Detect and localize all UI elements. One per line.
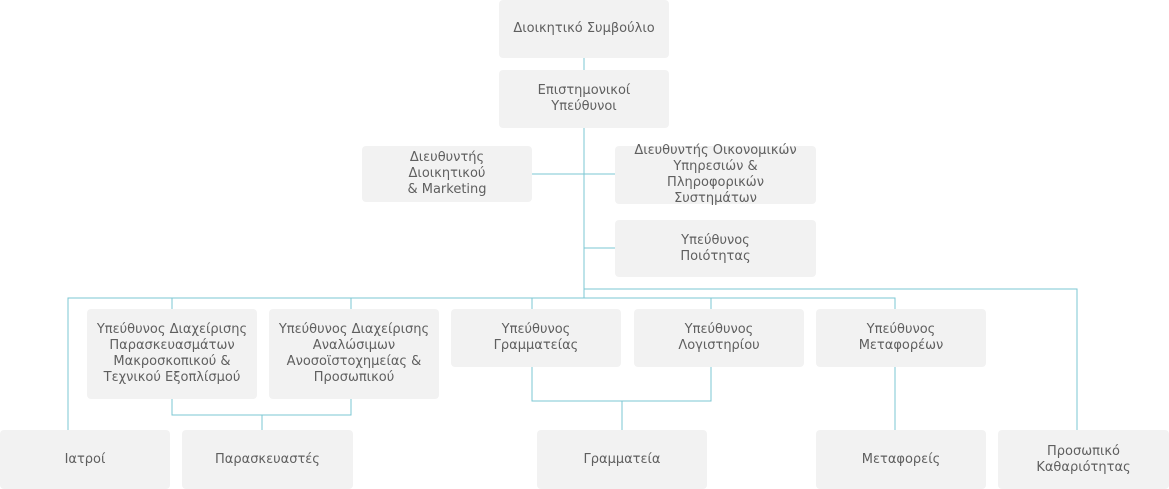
node-admin-director-label: Διευθυντής Διοικητικού & Marketing — [407, 150, 487, 197]
line-merge-secretariat — [531, 367, 712, 402]
node-quality-manager: Υπεύθυνος Ποιότητας — [615, 220, 816, 277]
node-quality-manager-label: Υπεύθυνος Ποιότητας — [680, 232, 751, 264]
node-admin-director: Διευθυντής Διοικητικού & Marketing — [362, 146, 532, 202]
node-board: Διοικητικό Συμβούλιο — [499, 0, 669, 58]
line-branch-left — [67, 297, 584, 430]
node-finance-director: Διευθυντής Οικονομικών Υπηρεσιών & Πληρο… — [615, 143, 816, 206]
node-cleaning-staff: Προσωπικό Καθαριότητας — [998, 430, 1169, 489]
node-preparators: Παρασκευαστές — [182, 430, 353, 489]
node-transport-manager: Υπεύθυνος Μεταφορέων — [816, 309, 986, 367]
node-scientific-heads-label: Επιστημονικοί Υπεύθυνοι — [537, 83, 631, 114]
node-transport-manager-label: Υπεύθυνος Μεταφορέων — [858, 322, 944, 353]
line-merge-preparators — [171, 399, 352, 416]
node-accounting-manager-label: Υπεύθυνος Λογιστηρίου — [678, 322, 760, 353]
node-preparators-label: Παρασκευαστές — [215, 451, 320, 467]
node-consumables-manager: Υπεύθυνος Διαχείρισης Αναλώσιμων Ανοσοϊσ… — [269, 309, 439, 399]
node-doctors-label: Ιατροί — [64, 451, 106, 467]
node-consumables-manager-label: Υπεύθυνος Διαχείρισης Αναλώσιμων Ανοσοϊσ… — [278, 322, 430, 385]
node-accounting-manager: Υπεύθυνος Λογιστηρίου — [634, 309, 804, 367]
node-secretariat-label: Γραμματεία — [583, 451, 661, 467]
node-finance-director-label: Διευθυντής Οικονομικών Υπηρεσιών & Πληρο… — [634, 143, 797, 206]
node-secretariat-manager-label: Υπεύθυνος Γραμματείας — [493, 322, 579, 353]
node-cleaning-staff-label: Προσωπικό Καθαριότητας — [1036, 443, 1131, 475]
node-transporters: Μεταφορείς — [816, 430, 986, 489]
node-secretariat-manager: Υπεύθυνος Γραμματείας — [451, 309, 621, 367]
node-board-label: Διοικητικό Συμβούλιο — [513, 21, 655, 36]
node-doctors: Ιατροί — [0, 430, 170, 489]
line-branch-cleaning — [584, 288, 1078, 430]
node-scientific-heads: Επιστημονικοί Υπεύθυνοι — [499, 70, 669, 128]
node-transporters-label: Μεταφορείς — [861, 451, 941, 467]
node-secretariat: Γραμματεία — [537, 430, 707, 489]
line-branch-mid — [583, 289, 896, 309]
node-macro-manager-label: Υπεύθυνος Διαχείρισης Παρασκευασμάτων Μα… — [96, 322, 248, 385]
node-macro-manager: Υπεύθυνος Διαχείρισης Παρασκευασμάτων Μα… — [87, 309, 257, 399]
